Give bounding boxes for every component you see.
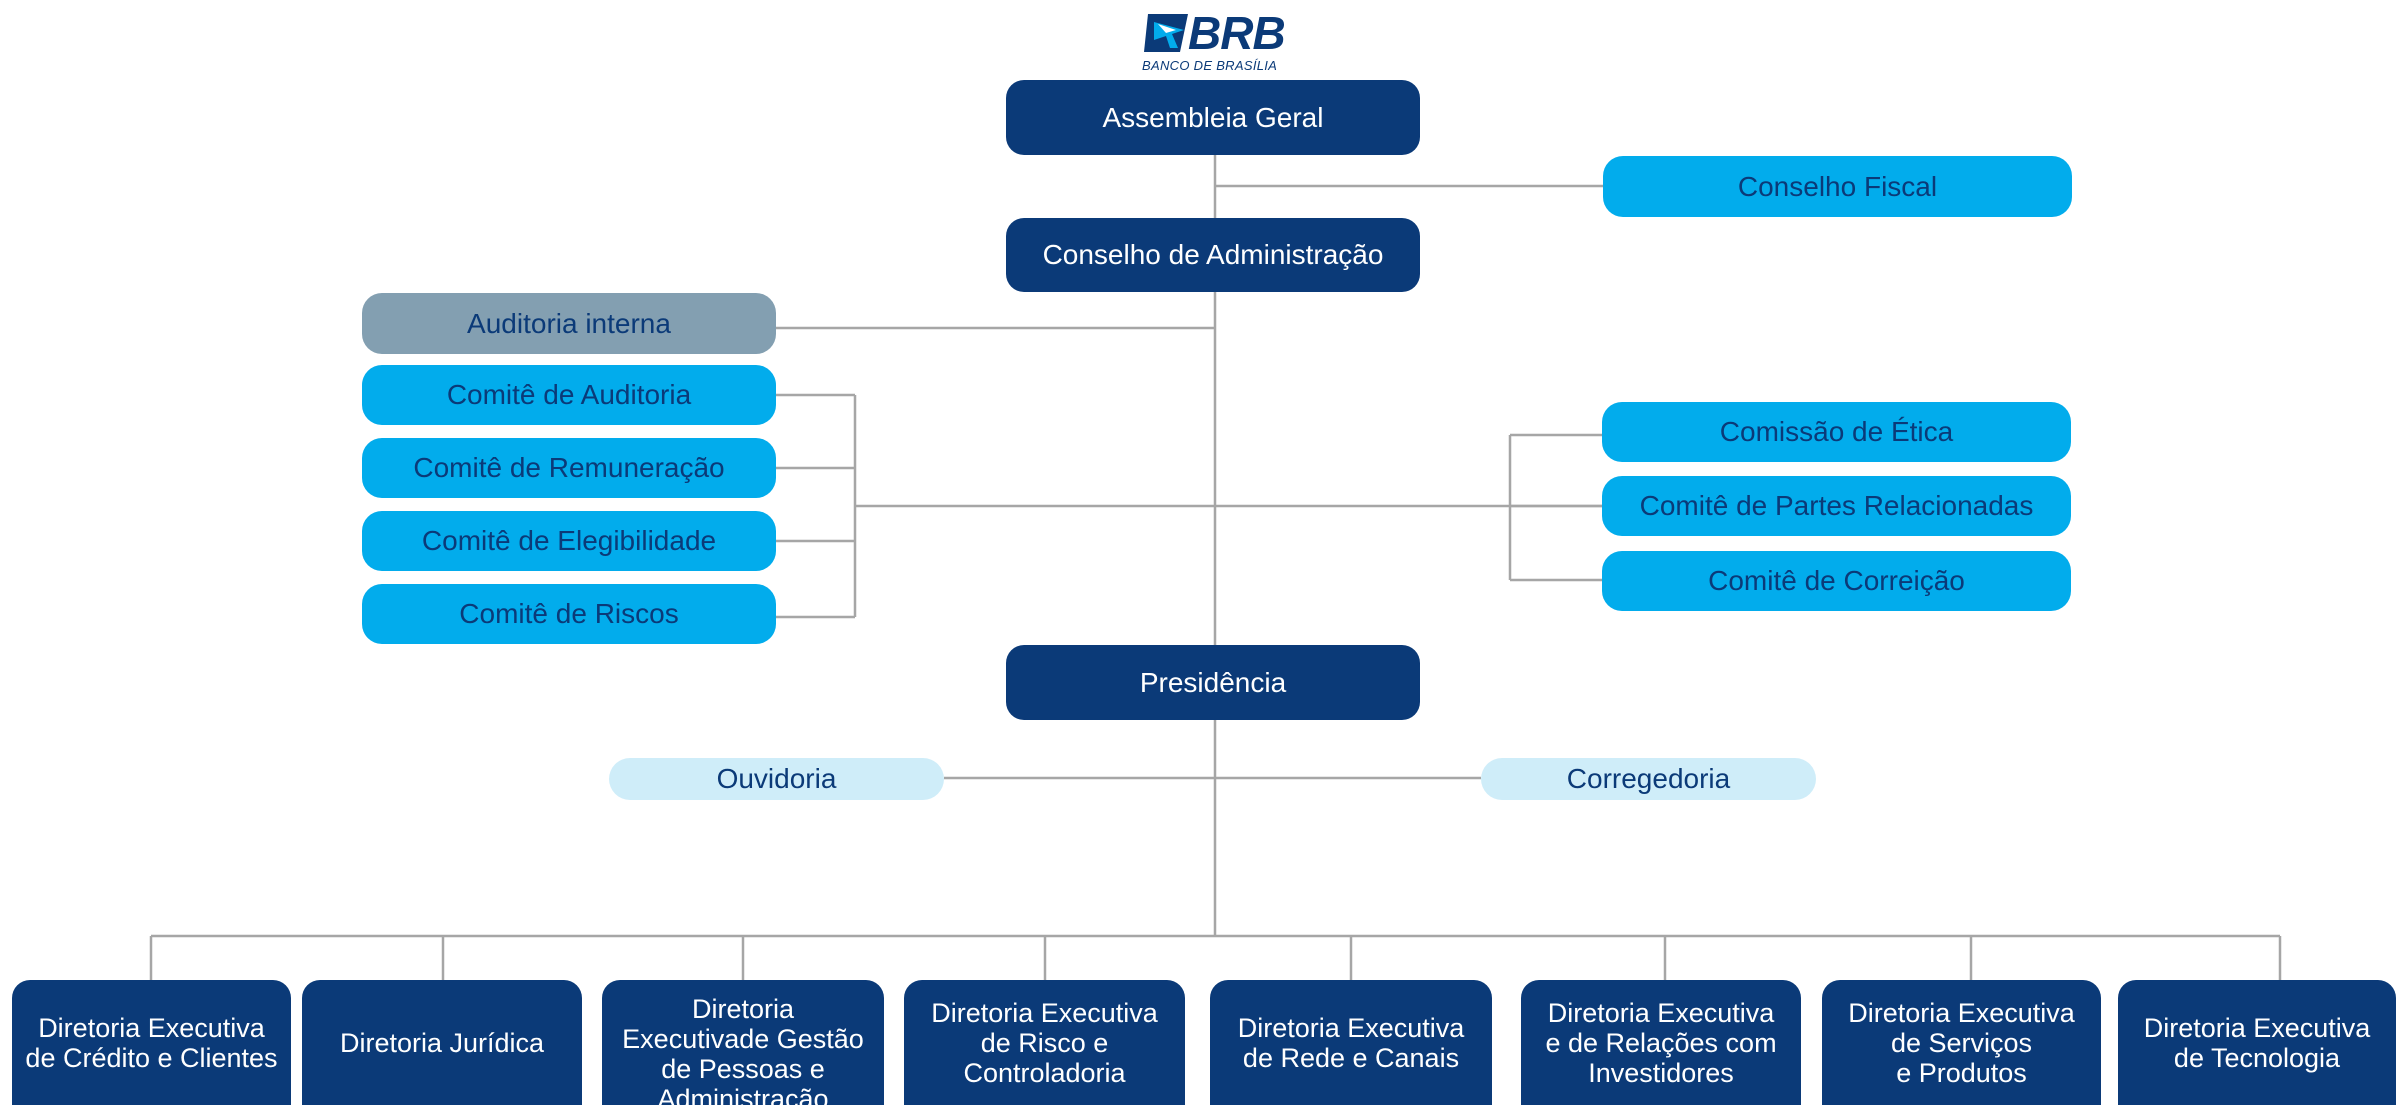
node-label: Comitê de Correição xyxy=(1708,565,1965,596)
node-label-line: Diretoria Executiva xyxy=(1547,997,1775,1028)
node-label: Comitê de Elegibilidade xyxy=(421,525,717,556)
node-label-line: de Pessoas e xyxy=(661,1053,825,1084)
node-label: Conselho Fiscal xyxy=(1737,170,1938,202)
node-label-line: e Produtos xyxy=(1896,1057,2027,1088)
node-comite-elegibilidade: Comitê de Elegibilidade xyxy=(362,511,776,571)
node-label-line: de Risco e xyxy=(980,1027,1109,1058)
node-label: Conselho de Administração xyxy=(1042,239,1384,270)
node-corregedoria: Corregedoria xyxy=(1481,758,1816,800)
node-comite-correicao: Comitê de Correição xyxy=(1602,551,2071,611)
node-label: Comitê de Riscos xyxy=(459,598,679,629)
node-label: Comitê de Auditoria xyxy=(446,379,692,410)
node-comite-auditoria: Comitê de Auditoria xyxy=(362,365,776,425)
node-label-line: de Crédito e Clientes xyxy=(25,1042,278,1073)
node-label-line: Diretoria Executiva xyxy=(2143,1012,2371,1043)
node-label: Comitê de Partes Relacionadas xyxy=(1639,490,2034,521)
node-label-line: Diretoria Executiva xyxy=(931,997,1158,1028)
brb-logo-mark-icon xyxy=(1144,14,1188,52)
brb-logo: BRB BANCO DE BRASÍLIA xyxy=(1140,6,1288,76)
node-label-line: e de Relações com xyxy=(1545,1027,1777,1058)
node-label: Corregedoria xyxy=(1566,763,1731,794)
node-diretoria-juridica: Diretoria Jurídica xyxy=(302,980,582,1105)
node-label-line: Diretoria xyxy=(691,993,795,1024)
node-label-line: de Serviços xyxy=(1890,1027,2033,1058)
node-ouvidoria: Ouvidoria xyxy=(609,758,944,800)
node-comite-riscos: Comitê de Riscos xyxy=(362,584,776,644)
node-label: Comitê de Remuneração xyxy=(413,452,725,483)
node-label-line: Administração xyxy=(657,1083,829,1114)
node-label: Auditoria interna xyxy=(467,307,671,339)
node-label-line: Diretoria Executiva xyxy=(38,1012,265,1043)
node-label-line: de Tecnologia xyxy=(2173,1042,2341,1073)
node-label-line: Diretoria Executiva xyxy=(1848,997,2075,1028)
node-conselho-fiscal: Conselho Fiscal xyxy=(1603,156,2072,217)
node-label-line: Diretoria Executiva xyxy=(1237,1012,1465,1043)
node-label: Assembleia Geral xyxy=(1102,101,1324,133)
node-presidencia: Presidência xyxy=(1006,645,1420,720)
node-auditoria-interna: Auditoria interna xyxy=(362,293,776,354)
node-conselho-administracao: Conselho de Administração xyxy=(1006,218,1420,292)
node-assembleia-geral: Assembleia Geral xyxy=(1006,80,1420,155)
node-comite-partes-relacionadas: Comitê de Partes Relacionadas xyxy=(1602,476,2071,536)
node-label: Ouvidoria xyxy=(716,763,837,794)
node-comite-remuneracao: Comitê de Remuneração xyxy=(362,438,776,498)
node-label-line: Diretoria Jurídica xyxy=(339,1027,545,1058)
node-label: Comissão de Ética xyxy=(1719,416,1954,447)
node-label-line: de Rede e Canais xyxy=(1242,1042,1460,1073)
node-label: Presidência xyxy=(1139,666,1287,698)
node-label-line: Executivade Gestão xyxy=(622,1023,864,1054)
node-label-line: Controladoria xyxy=(963,1057,1126,1088)
node-label-line: Investidores xyxy=(1588,1057,1734,1088)
logo-subtitle: BANCO DE BRASÍLIA xyxy=(1142,58,1278,73)
node-comissao-etica: Comissão de Ética xyxy=(1602,402,2071,462)
logo-wordmark: BRB xyxy=(1188,7,1286,59)
